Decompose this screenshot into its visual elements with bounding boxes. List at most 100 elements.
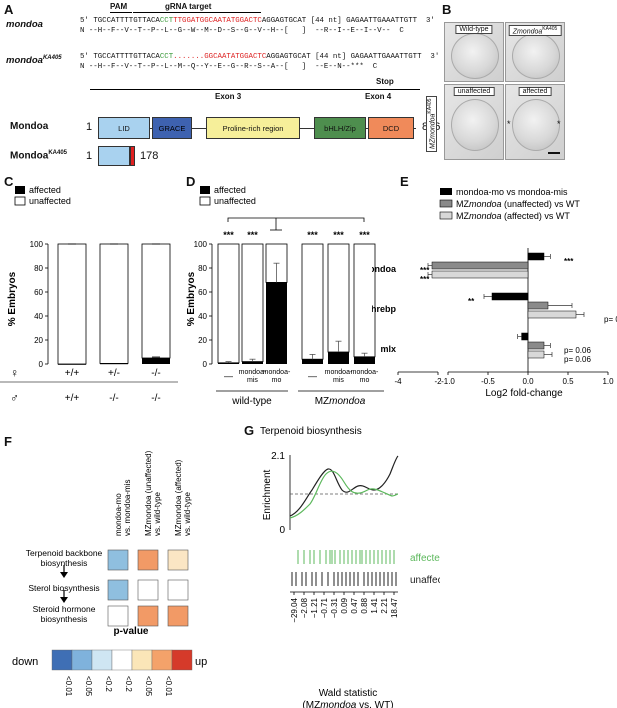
c-bar-unaffected (141, 243, 171, 359)
mut-nucleotide-seq: 5' TGCCATTTTGTTACACCT.......GGCAATATGGAC… (80, 53, 440, 61)
panel-label-b: B (442, 2, 452, 17)
d-bars: *************** (217, 230, 376, 364)
f-scale-swatch (71, 649, 93, 671)
f-cell (107, 605, 129, 627)
g-xlabel-2: (MZmondoa vs. WT) (302, 700, 393, 708)
d-group2-label: MZmondoa (315, 396, 366, 407)
f-scale-label: <0.2 (104, 676, 113, 692)
d-bar-unaffected (217, 243, 240, 364)
d-significance: *** (223, 230, 234, 240)
asterisk-left: * (507, 119, 511, 129)
photo-zmondoa: ZmondoaKA405 (505, 22, 565, 82)
e-xtick-label: -0.5 (481, 377, 495, 386)
f-scale-swatch (131, 649, 153, 671)
g-unaffected-label: unaffected (410, 575, 440, 586)
frameshift-marker (130, 146, 135, 166)
d-group1-label: wild-type (231, 396, 272, 407)
e-annotation: *** (420, 275, 430, 284)
domain-proline-rich: Proline-rich region (206, 117, 300, 139)
d-bar-affected (302, 359, 323, 364)
legend-d-affected: affected (214, 185, 246, 195)
g-curve-unaffected (289, 455, 399, 517)
d-ytick-label: 80 (198, 264, 207, 273)
d-bar-unaffected (241, 243, 264, 362)
e-xtick-label: -4 (394, 377, 402, 386)
e-bar (527, 350, 545, 359)
d-bar-unaffected (327, 243, 350, 353)
c-geno-male: -/- (151, 393, 160, 404)
male-symbol: ♂ (10, 391, 19, 405)
f-col-header: MZmondoa (affected)vs. wild-type (174, 459, 192, 536)
d-ytick-label: 40 (198, 312, 207, 321)
legend-e-aff: MZmondoa (affected) vs WT (456, 211, 570, 221)
f-arrowhead-2 (60, 597, 68, 603)
d-ytick-label: 60 (198, 288, 207, 297)
f-cell (137, 605, 159, 627)
f-pvalue-title: p-value (113, 626, 148, 637)
f-scale-label: <0.01 (64, 676, 73, 697)
g-xtick-label: −1.21 (310, 597, 319, 618)
e-xtick-label: -2 (434, 377, 442, 386)
legend-e-aff-swatch (439, 211, 453, 220)
photo-label-unaffected: unaffected (453, 87, 495, 96)
c-ytick-label: 20 (34, 336, 43, 345)
g-xtick-label: −0.31 (330, 597, 339, 618)
legend-e-unaff-swatch (439, 199, 453, 208)
legend-e-mo: mondoa-mo vs mondoa-mis (456, 187, 568, 197)
f-scale-swatch (151, 649, 173, 671)
mut-gene-name: mondoaKA405 (6, 55, 62, 67)
female-symbol: ♀ (10, 366, 19, 380)
c-bars (57, 243, 171, 365)
g-xlabel-1: Wald statistic (319, 688, 378, 699)
domain-grace: GRACE (152, 117, 192, 139)
wt-gene-name: mondoa (6, 19, 43, 30)
e-annotation: ** (468, 297, 475, 306)
c-ytick-label: 40 (34, 312, 43, 321)
g-xtick-label: 1.41 (370, 597, 379, 613)
f-scale-swatch (111, 649, 133, 671)
d-cat-label: mondoa-mo (351, 369, 379, 384)
g-xtick-label: 0.09 (340, 597, 349, 613)
e-gene-label: mlx (380, 344, 396, 354)
f-scale-swatch (51, 649, 73, 671)
photo-label-affected: affected (518, 87, 552, 96)
d-ytick-label: 0 (203, 360, 208, 369)
c-ytick-label: 60 (34, 288, 43, 297)
c-bar-unaffected (57, 243, 87, 365)
e-bar (527, 310, 577, 319)
g-affected-label: affected (410, 553, 440, 564)
d-cat-label: — (224, 371, 233, 381)
legend-d-unaffected: unaffected (214, 196, 256, 206)
f-col-header: MZmondoa (unaffected)vs. wild-type (144, 450, 162, 536)
f-up-label: up (195, 656, 207, 668)
d-cat-label: mondoa-mis (239, 369, 267, 384)
domain-dcd: DCD (368, 117, 414, 139)
e-xtick-label: 0.5 (562, 377, 574, 386)
g-xtick-label: 18.47 (390, 597, 399, 618)
f-color-scale: <0.01<0.05<0.2<0.2<0.05<0.01 (51, 649, 193, 697)
f-cell (167, 579, 189, 601)
f-cell (107, 549, 129, 571)
e-annotation: *** (420, 266, 430, 275)
e-annotation: p= 0.06 (564, 355, 591, 364)
legend-d-affected-swatch (200, 186, 210, 194)
c-bar-affected (142, 358, 170, 364)
f-scale-label: <0.05 (84, 676, 93, 697)
stop-label: Stop (376, 77, 394, 86)
protein-mut-label: MondoaKA405 (10, 150, 68, 162)
chart-d: affected unaffected % Embryos 0204060801… (186, 185, 384, 407)
e-bar (527, 252, 545, 261)
g-ytick-label: 0 (279, 525, 285, 536)
legend-e-unaff: MZmondoa (unaffected) vs WT (456, 199, 580, 209)
e-plot: -4-2-1.0-0.50.00.51.0mondoachrebpmlx****… (372, 248, 617, 386)
f-arrowhead-1 (60, 572, 68, 578)
d-bar-affected (354, 356, 375, 364)
g-xtick-label: −0.71 (320, 597, 329, 618)
e-bar (431, 270, 529, 279)
legend-c-affected: affected (29, 185, 61, 195)
g-ytick-label: 2.1 (271, 451, 285, 462)
